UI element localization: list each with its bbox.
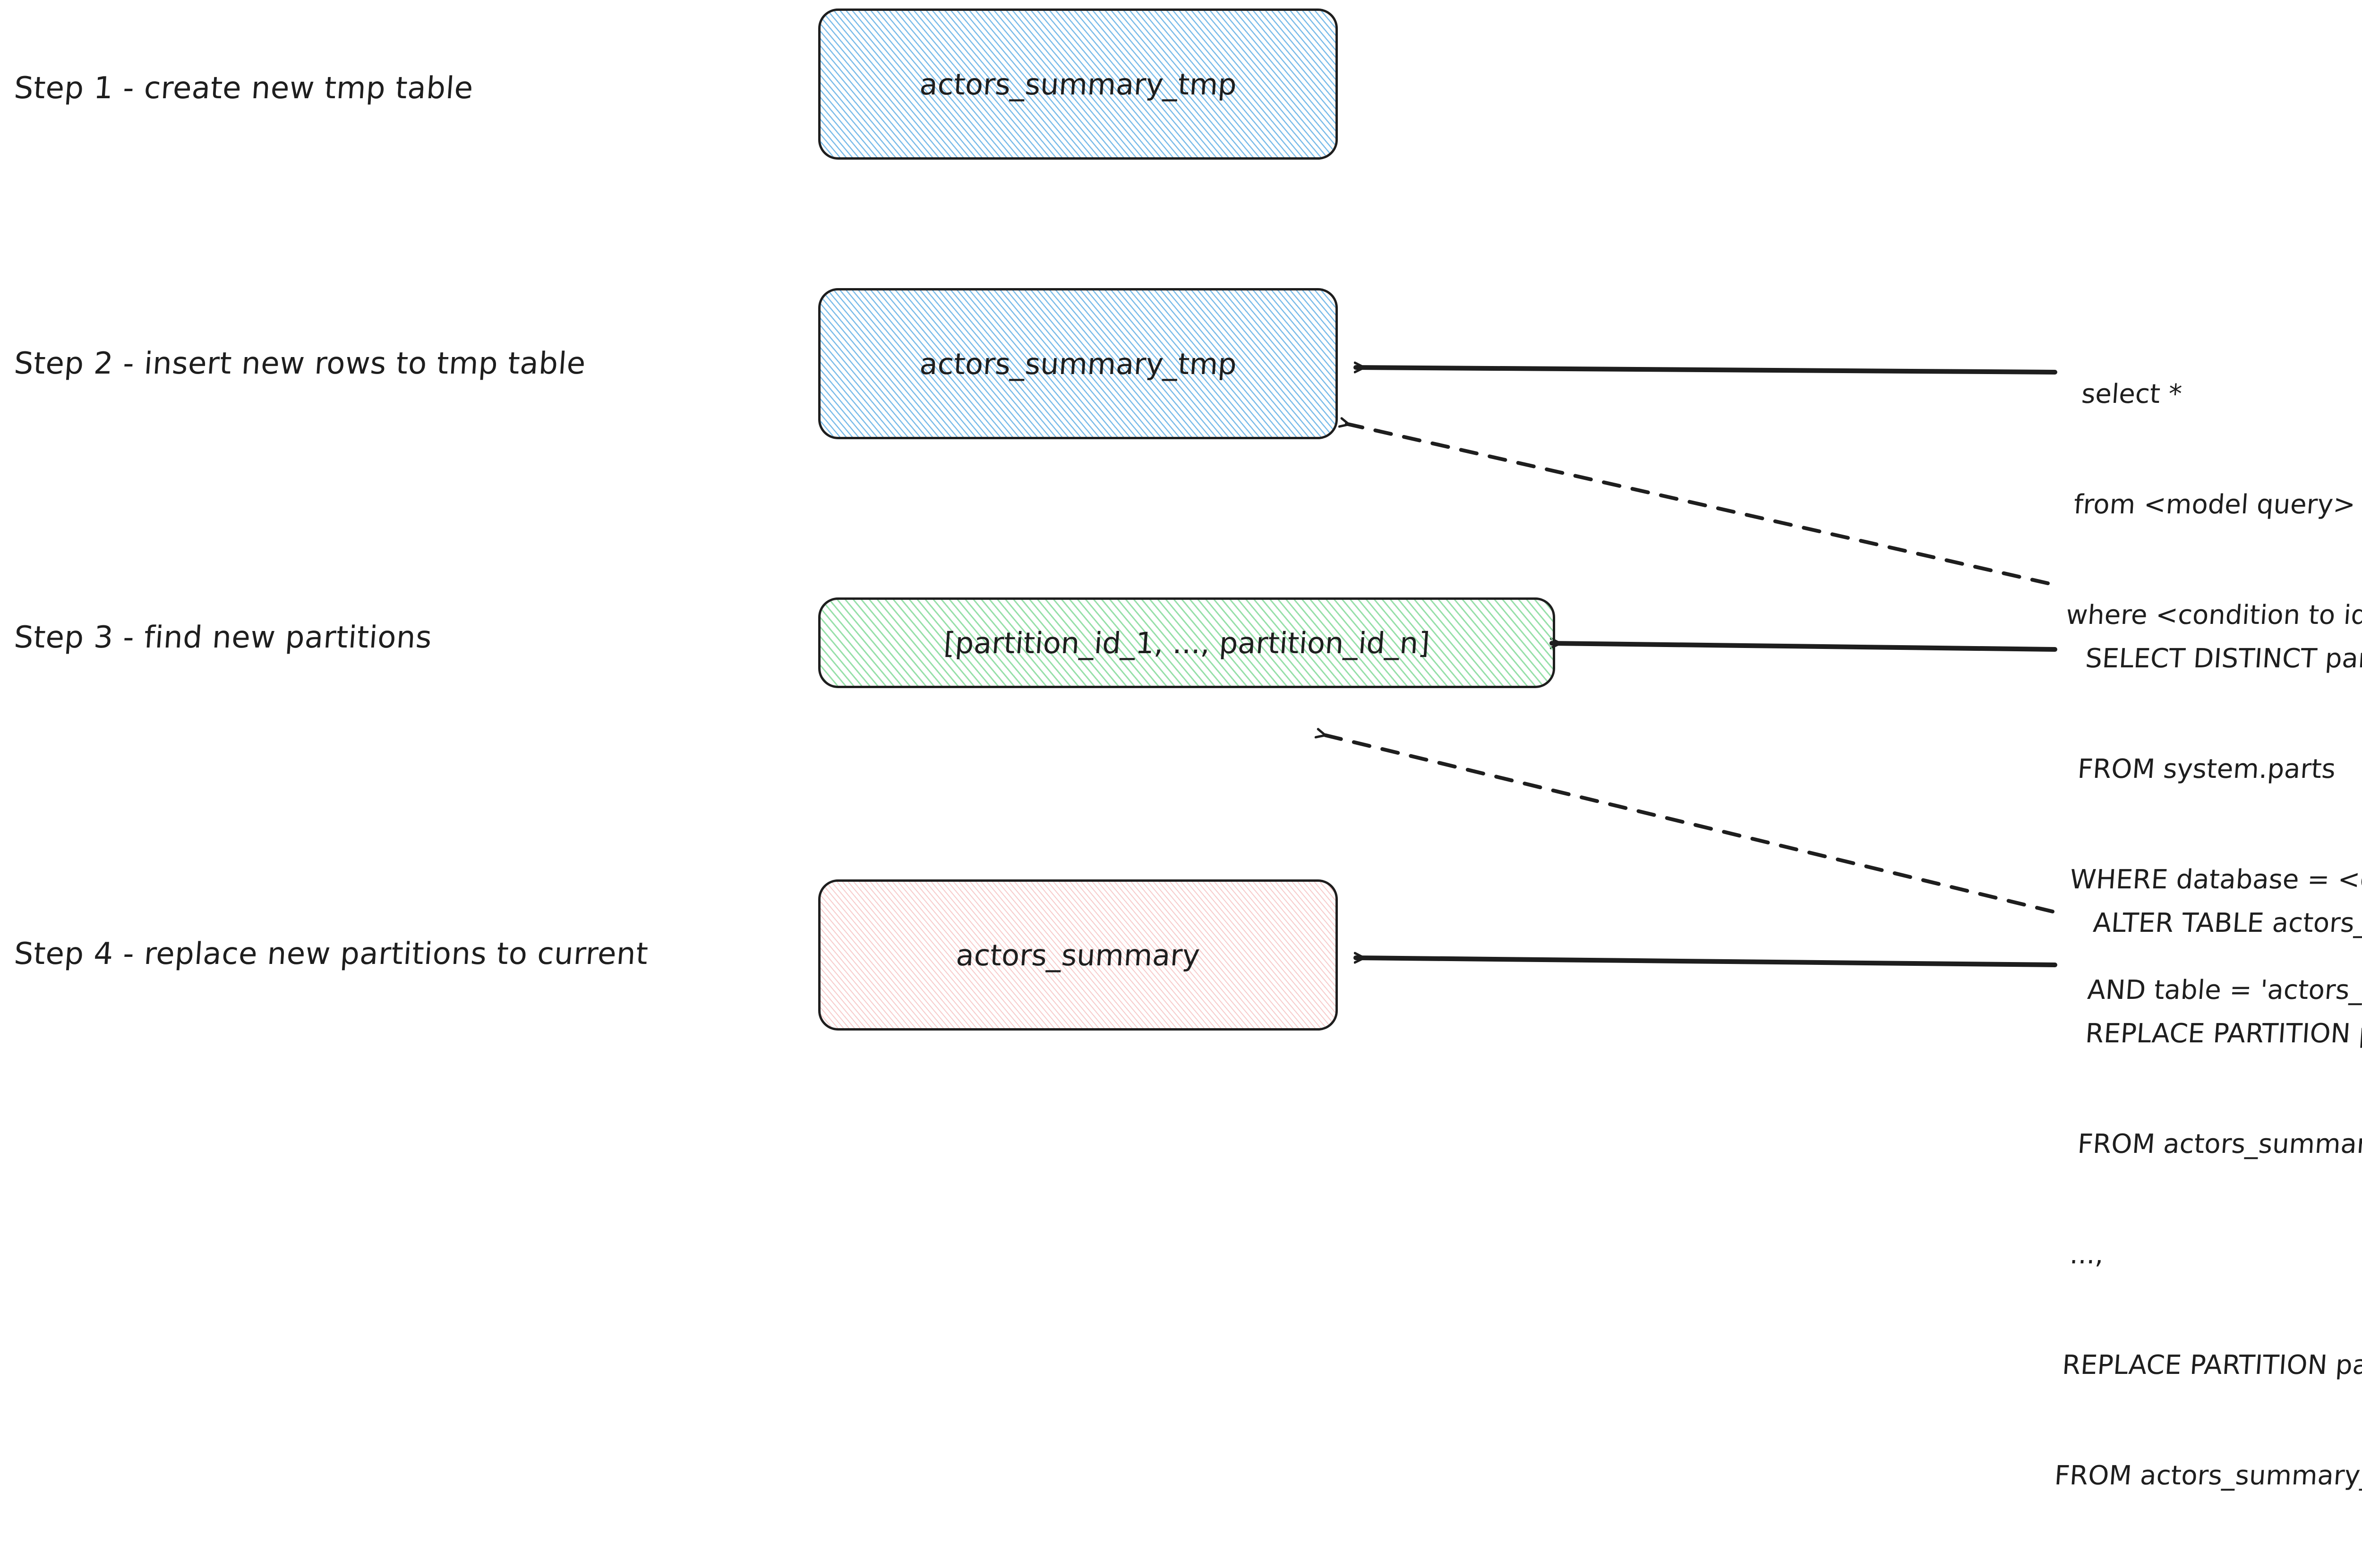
arrow-query2-to-node2 <box>1353 367 2057 375</box>
query-line: FROM system.parts <box>2076 754 2337 784</box>
query-line: ..., <box>2069 1239 2105 1270</box>
node-label: [partition_id_1, ..., partition_id_n] <box>942 625 1431 660</box>
node-label: actors_summary <box>955 937 1201 972</box>
arrow-query4-to-node4 <box>1353 958 2057 967</box>
connector-layer <box>0 0 2057 967</box>
step-label-2: Step 2 - insert new rows to tmp table <box>13 346 587 381</box>
node-actors-summary-tmp-step1[interactable]: actors_summary_tmp <box>818 9 1338 160</box>
node-label: actors_summary_tmp <box>918 346 1238 381</box>
diagram-canvas: Step 1 - create new tmp table Step 2 - i… <box>0 0 2362 1491</box>
query-line: select * <box>2080 379 2183 409</box>
query-line: ALTER TABLE actors_summary <box>2092 908 2362 938</box>
query-line: FROM actors_summary_tmp, <box>2076 1129 2362 1159</box>
query-line: REPLACE PARTITION partition_id_1 <box>2084 1018 2362 1049</box>
step-label-3: Step 3 - find new partitions <box>13 620 433 655</box>
arrow-node2-to-query3 <box>1342 423 2050 585</box>
query-line: FROM actors_summary_tmp, <box>2053 1460 2362 1491</box>
node-label: actors_summary_tmp <box>918 67 1238 102</box>
query-line: SELECT DISTINCT partition_id <box>2084 643 2362 674</box>
arrow-query3-to-node3 <box>1549 643 2057 652</box>
node-partition-id-list[interactable]: [partition_id_1, ..., partition_id_n] <box>818 597 1555 688</box>
query-step4: ALTER TABLE actors_summary REPLACE PARTI… <box>2048 831 2362 1568</box>
query-line: from <model query> <box>2072 489 2357 520</box>
query-line: REPLACE PARTITION partition_id_n <box>2061 1350 2362 1381</box>
node-actors-summary[interactable]: actors_summary <box>818 879 1338 1031</box>
node-actors-summary-tmp-step2[interactable]: actors_summary_tmp <box>818 288 1338 439</box>
step-label-4: Step 4 - replace new partitions to curre… <box>13 937 650 971</box>
step-label-1: Step 1 - create new tmp table <box>13 71 475 106</box>
arrow-node3-to-query4 <box>1318 733 2054 913</box>
